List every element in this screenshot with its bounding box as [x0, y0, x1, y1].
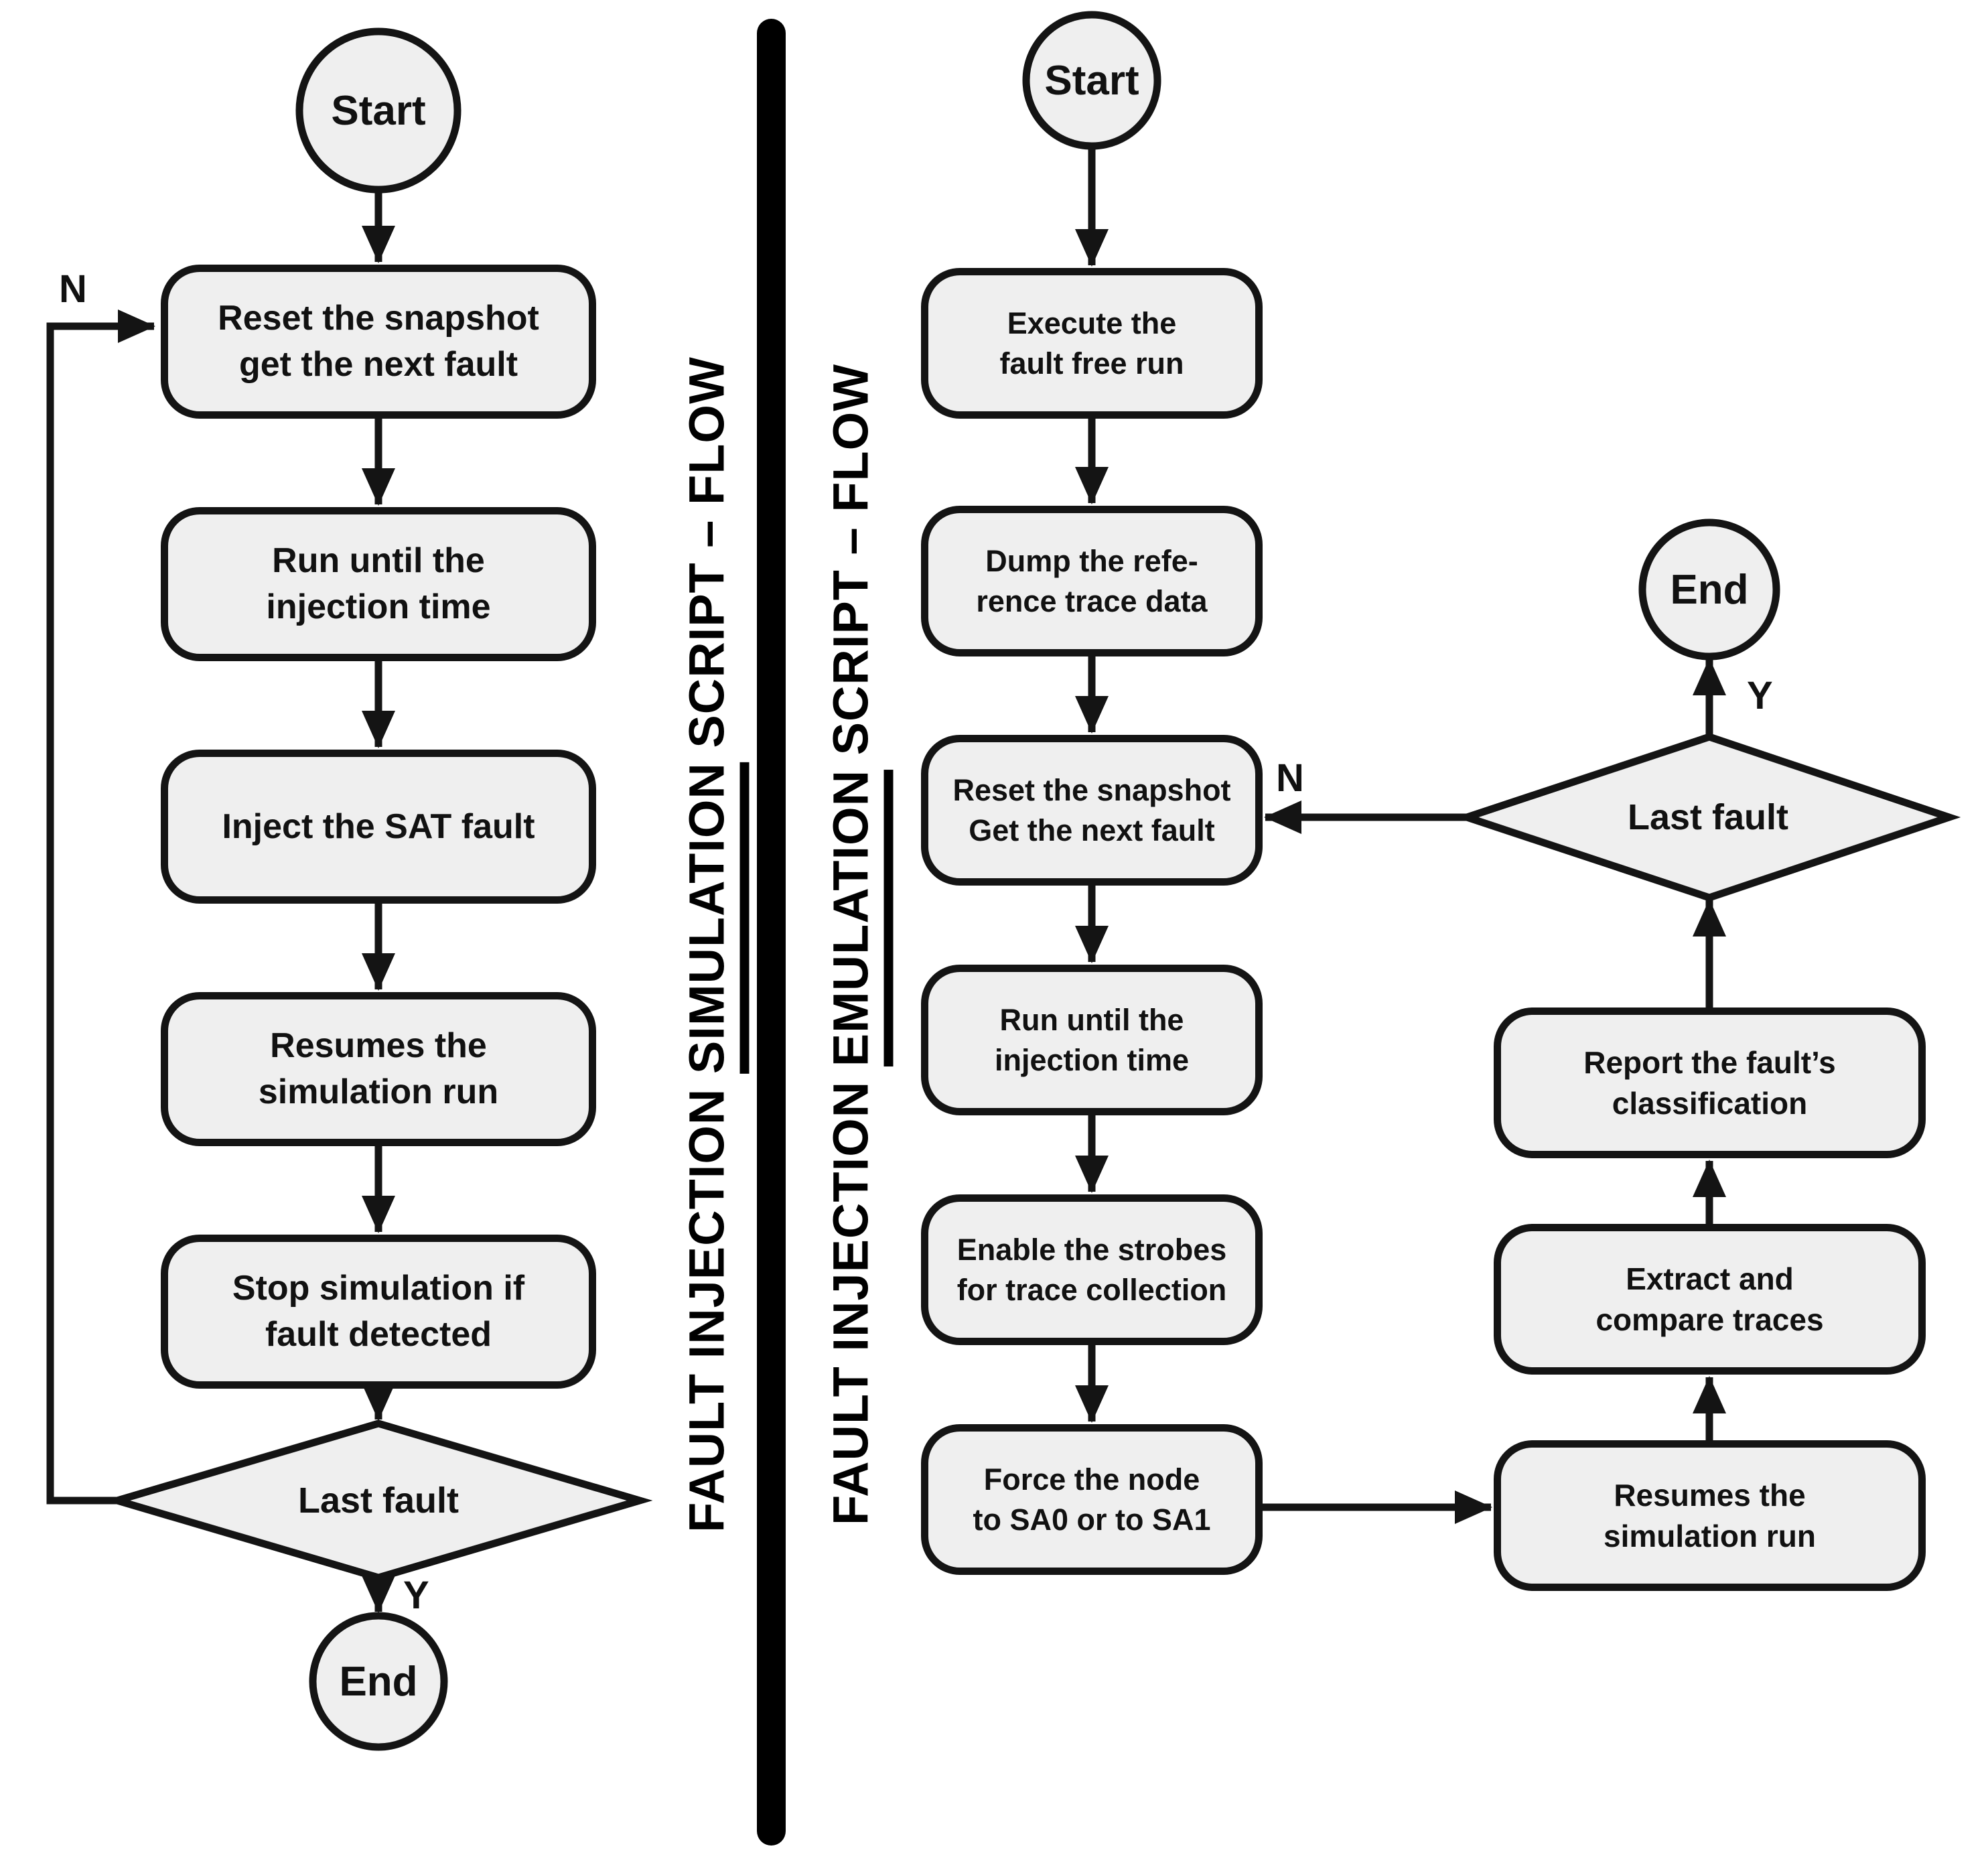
left-lastfault-label: Last fault	[297, 1480, 459, 1521]
right-start-label: Start	[1044, 57, 1139, 104]
left-no-branch-label: N	[59, 267, 87, 311]
left-node-inject-sat-fault: Inject the SAT fault	[161, 750, 596, 904]
right-node-force-node-sa0-sa1: Force the node to SA0 or to SA1	[921, 1424, 1263, 1575]
right-lastfault-diamond	[1455, 733, 1961, 902]
right-flow-title-prefix: FAULT INJECTION	[823, 1066, 879, 1526]
left-node-run-until-injection: Run until the injection time	[161, 507, 596, 661]
right-node-report-classification: Report the fault’s classification	[1494, 1008, 1926, 1158]
right-node-extract-compare-traces: Extract and compare traces	[1494, 1224, 1926, 1375]
right-node-reset-snapshot: Reset the snapshot Get the next fault	[921, 735, 1263, 886]
left-flow-title-emphasis: SIMULATION	[679, 762, 750, 1074]
right-end-terminator	[1638, 518, 1780, 661]
left-flow-title: FAULT INJECTION SIMULATION SCRIPT – FLOW	[679, 356, 750, 1533]
right-node-resume-simulation: Resumes the simulation run	[1494, 1440, 1926, 1591]
right-node-dump-reference-trace: Dump the refe- rence trace data	[921, 506, 1263, 656]
right-flow-title-suffix: SCRIPT – FLOW	[823, 363, 879, 770]
left-end-terminator	[309, 1612, 448, 1751]
left-node-stop-simulation: Stop simulation if fault detected	[161, 1235, 596, 1389]
left-end-label: End	[339, 1658, 418, 1705]
left-node-reset-snapshot: Reset the snapshot get the next fault	[161, 265, 596, 419]
left-flow-title-suffix: SCRIPT – FLOW	[679, 356, 735, 763]
left-yes-branch-label: Y	[403, 1574, 429, 1617]
right-flow-title: FAULT INJECTION EMULATION SCRIPT – FLOW	[823, 363, 894, 1526]
right-no-branch-label: N	[1276, 756, 1304, 800]
section-divider-bar	[757, 19, 786, 1846]
right-flow-title-emphasis: EMULATION	[823, 769, 894, 1067]
right-end-label: End	[1670, 566, 1749, 613]
left-node-resume-simulation: Resumes the simulation run	[161, 992, 596, 1146]
right-yes-branch-label: Y	[1747, 674, 1773, 717]
left-start-label: Start	[331, 87, 426, 134]
right-node-enable-strobes: Enable the strobes for trace collection	[921, 1194, 1263, 1345]
right-lastfault-label: Last fault	[1627, 797, 1789, 837]
right-node-run-until-injection: Run until the injection time	[921, 965, 1263, 1115]
right-node-execute-fault-free: Execute the fault free run	[921, 268, 1263, 419]
left-flow-title-prefix: FAULT INJECTION	[679, 1074, 735, 1533]
left-loop-no-arrow	[46, 309, 155, 1505]
